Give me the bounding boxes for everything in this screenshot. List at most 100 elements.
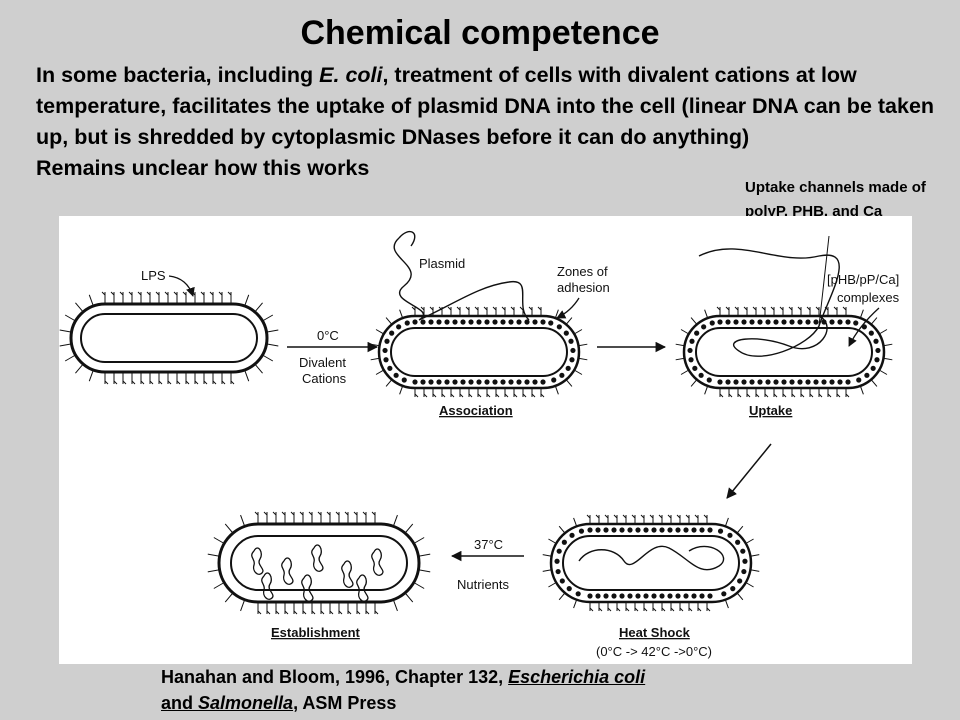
lps-strand — [883, 357, 893, 361]
heat-shock-label: Heat Shock — [619, 625, 691, 640]
lps-strand — [690, 379, 698, 387]
lps-strand — [404, 523, 414, 534]
lps-strand — [227, 291, 232, 296]
lps-strand — [224, 592, 234, 603]
cation-dot — [524, 379, 530, 385]
cation-dot — [460, 379, 466, 385]
lps-strand — [752, 306, 757, 311]
lps-strand — [317, 511, 322, 516]
lps-strand — [725, 306, 730, 311]
lps-strand — [676, 514, 681, 519]
lps-strand — [703, 514, 708, 519]
lps-strand — [101, 291, 106, 296]
lps-strand — [800, 393, 805, 398]
cation-dot — [837, 379, 843, 385]
cation-dot — [420, 319, 426, 325]
lps-strand — [750, 554, 760, 557]
plasmid-copy — [311, 544, 324, 572]
lps-strand — [791, 393, 796, 398]
cation-dot — [508, 319, 514, 325]
plasmid-copy — [281, 557, 294, 585]
lps-strand — [743, 306, 748, 311]
lps-strand — [513, 393, 518, 398]
cation-dot — [683, 527, 689, 533]
lps-strand — [468, 393, 473, 398]
lps-strand — [182, 291, 187, 296]
cation-dot — [500, 379, 506, 385]
cation-dot — [587, 593, 593, 599]
lps-strand — [736, 592, 744, 601]
establishment-inner — [230, 535, 408, 591]
cation-dot — [382, 347, 388, 354]
cation-dot — [691, 527, 697, 533]
cation-dot — [444, 319, 450, 325]
lps-strand — [501, 306, 506, 311]
cation-dot — [643, 527, 649, 533]
lps-strand — [320, 610, 325, 615]
lps-strand — [542, 554, 552, 557]
lps-strand — [883, 343, 893, 347]
lps-strand — [59, 329, 72, 333]
plasmid-copy — [371, 548, 384, 576]
lps-strand — [418, 553, 431, 557]
lps-strand — [173, 291, 178, 296]
cation-dot — [667, 593, 673, 599]
lps-strand — [212, 380, 217, 385]
zones-label-2: adhesion — [557, 280, 610, 295]
lps-strand — [272, 511, 277, 516]
cation-dot — [773, 319, 779, 325]
cation-dot — [401, 377, 407, 383]
cation-dot — [540, 319, 546, 325]
intro-suffix: , treatment of cells with divalent catio… — [36, 63, 935, 149]
lps-strand — [750, 569, 760, 572]
lps-strand — [414, 393, 419, 398]
lps-strand — [209, 291, 214, 296]
cation-dot — [444, 379, 450, 385]
lps-strand — [586, 514, 591, 519]
plasmid-copy — [261, 572, 274, 600]
cation-dot — [717, 319, 723, 325]
cation-dot — [556, 548, 562, 554]
lps-strand — [842, 306, 847, 311]
lps-strand — [200, 291, 205, 296]
uptake-fringe — [675, 306, 893, 398]
association-cation-dots — [382, 319, 576, 385]
lps-strand — [845, 393, 850, 398]
lps-strand — [607, 607, 612, 612]
lps-strand — [450, 393, 455, 398]
cation-dot — [587, 527, 593, 533]
lps-strand — [492, 306, 497, 311]
lps-strand — [240, 599, 246, 612]
cation-dot — [516, 379, 522, 385]
lps-strand — [293, 610, 298, 615]
lps-strand — [441, 393, 446, 398]
lps-strand — [104, 380, 109, 385]
cation-dot — [389, 330, 395, 336]
cation-dot — [797, 379, 803, 385]
lps-strand — [411, 306, 416, 311]
lps-strand — [362, 511, 367, 516]
callout-pointer-line — [818, 235, 830, 327]
lps-strand — [565, 379, 573, 387]
lps-strand — [773, 393, 778, 398]
cation-dot — [420, 379, 426, 385]
cation-dot — [611, 527, 617, 533]
cation-dot — [569, 532, 575, 538]
lps-strand — [548, 582, 557, 588]
cation-dot — [595, 593, 601, 599]
cation-dot — [387, 365, 393, 371]
lps-strand — [528, 306, 533, 311]
lps-strand — [275, 610, 280, 615]
lps-strand — [716, 306, 721, 311]
cation-dot — [781, 319, 787, 325]
lps-strand — [625, 607, 630, 612]
lps-strand — [779, 306, 784, 311]
cation-dot — [765, 319, 771, 325]
lps-label: LPS — [141, 268, 166, 283]
citation-and: and — [161, 693, 199, 713]
uptake-cation-dots — [687, 319, 881, 385]
lps-strand — [338, 610, 343, 615]
cation-dot — [757, 319, 763, 325]
cation-dot — [468, 379, 474, 385]
lps-strand — [724, 517, 729, 527]
